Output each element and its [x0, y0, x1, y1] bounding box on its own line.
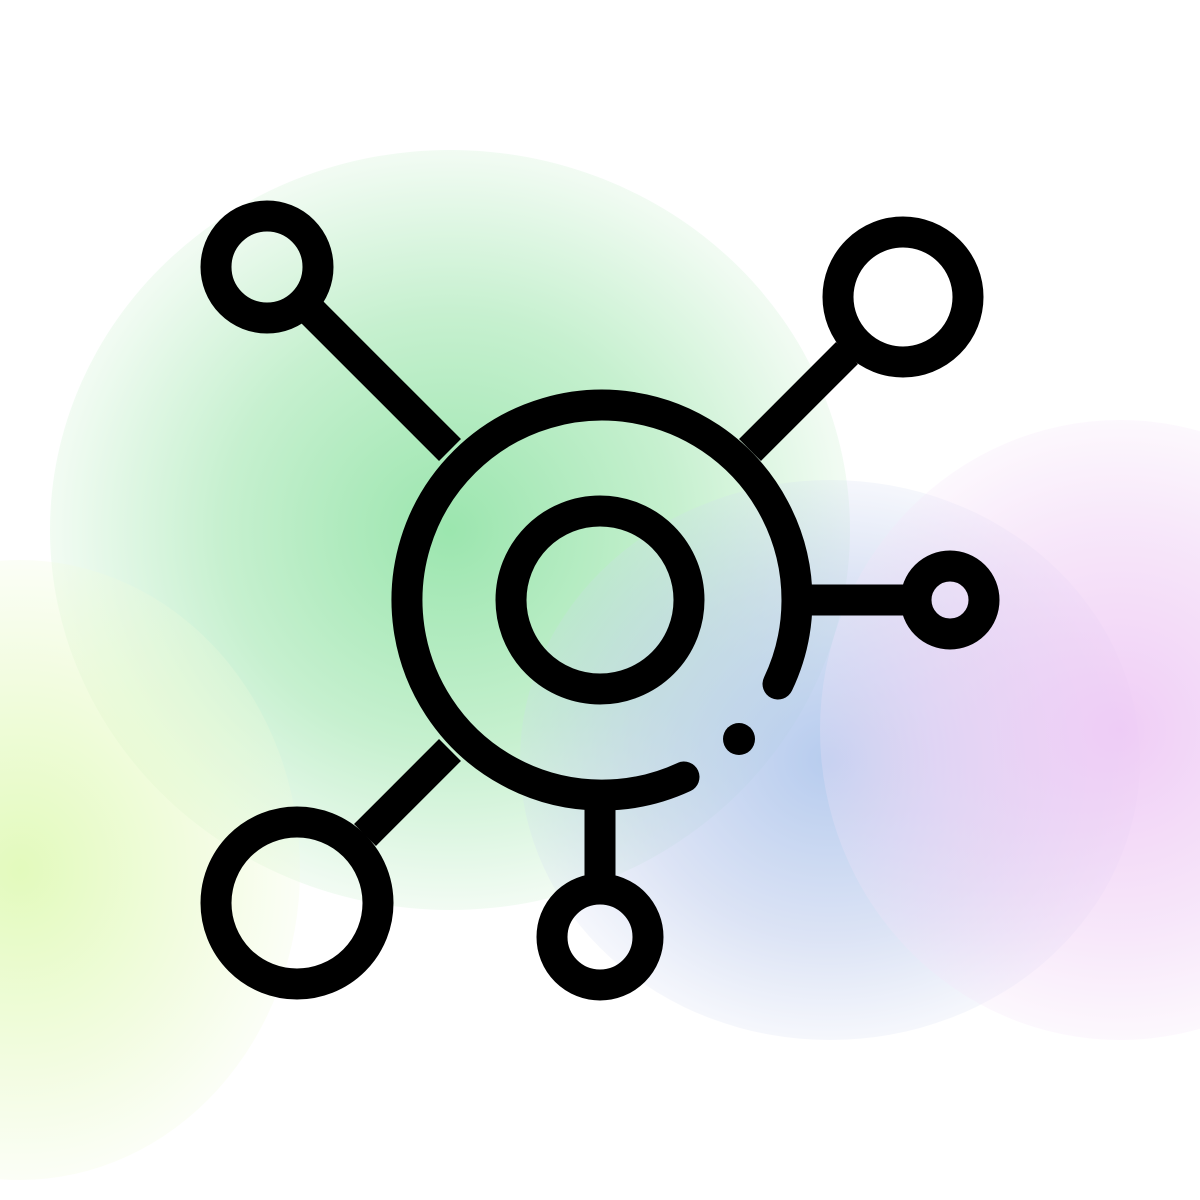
node-top-right [822, 216, 984, 378]
node-right [900, 550, 1000, 650]
hub-gap-dot [723, 723, 755, 755]
connector-bottom-left [354, 739, 461, 846]
node-bottom [536, 873, 664, 1001]
node-top-left [200, 200, 334, 334]
connector-top-right [739, 342, 858, 461]
hub-core-circle [495, 495, 705, 705]
connector-top-left [300, 300, 461, 461]
hub-outer-ring [391, 389, 813, 811]
node-bottom-left [200, 806, 394, 1000]
